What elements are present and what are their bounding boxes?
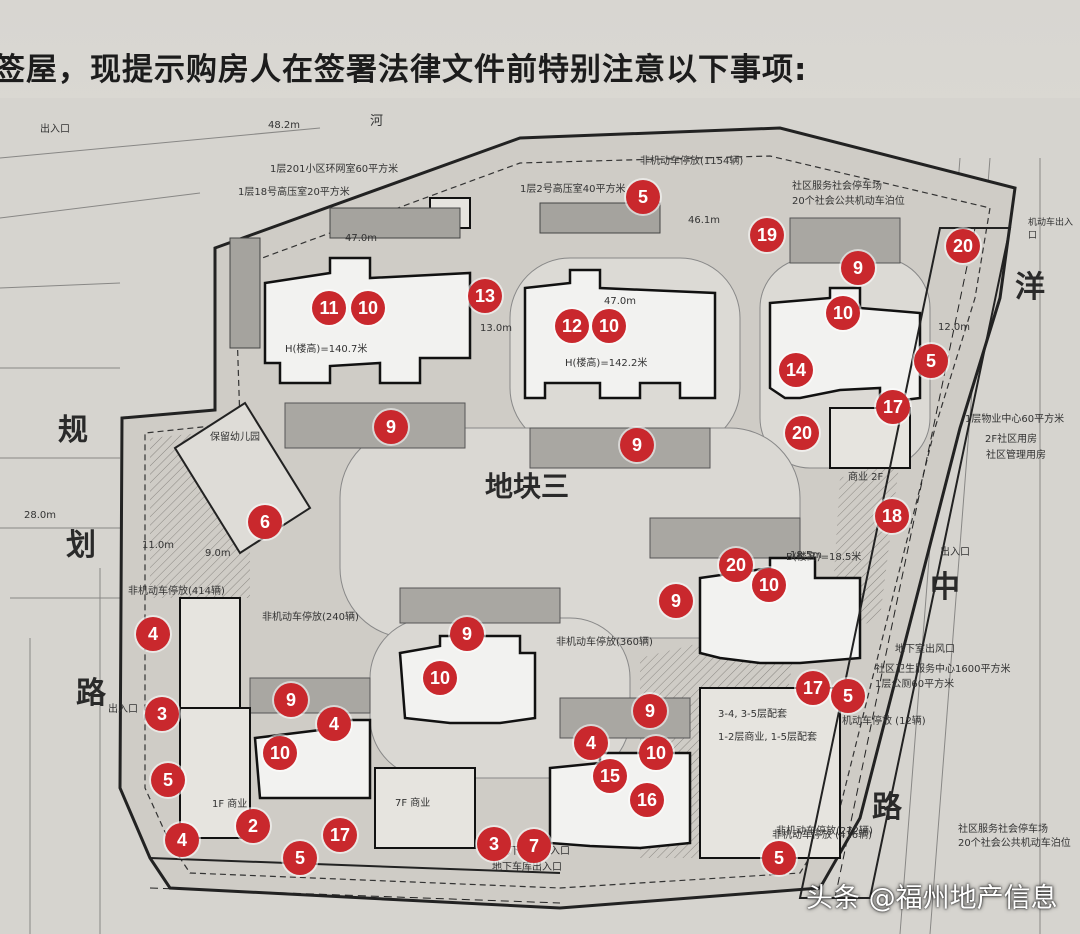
marker-10: 10 bbox=[263, 736, 297, 770]
marker-18: 18 bbox=[875, 499, 909, 533]
marker-9: 9 bbox=[620, 428, 654, 462]
annotation: 20个社会公共机动车泊位 bbox=[792, 196, 905, 207]
annotation: 1层201小区环网室60平方米 bbox=[270, 164, 399, 175]
entrance-label-nw: 出入口 bbox=[40, 124, 70, 135]
annotation: 1-2层商业, 1-5层配套 bbox=[718, 732, 818, 743]
annotation: 18.5m bbox=[790, 550, 823, 561]
road-east-char-3: 路 bbox=[872, 790, 902, 825]
annotation: 1层物业中心60平方米 bbox=[965, 414, 1065, 425]
road-west-char-3: 路 bbox=[76, 676, 106, 711]
annotation: 1F 商业 bbox=[212, 799, 248, 810]
annotation: 47.0m bbox=[345, 233, 378, 244]
marker-15: 15 bbox=[593, 759, 627, 793]
annotation: 机动车停放 (12辆) bbox=[842, 716, 926, 727]
marker-16: 16 bbox=[630, 783, 664, 817]
ne-entrance-label: 机动车出入口 bbox=[1028, 218, 1074, 241]
road-east-char-1: 洋 bbox=[1015, 270, 1045, 305]
annotation: 社区服务社会停车场 bbox=[958, 824, 1048, 835]
annotation: 非机动车停放(360辆) bbox=[556, 637, 653, 648]
road-east-char-2: 中 bbox=[930, 570, 960, 605]
annotation: 48.2m bbox=[268, 120, 301, 131]
annotation: 11.0m bbox=[142, 540, 175, 551]
marker-10: 10 bbox=[351, 291, 385, 325]
marker-9: 9 bbox=[274, 683, 308, 717]
annotation: 社区服务社会停车场 bbox=[792, 181, 882, 192]
site-plan-map bbox=[0, 98, 1080, 934]
marker-4: 4 bbox=[165, 823, 199, 857]
annotation: H(楼高)=142.2米 bbox=[565, 358, 648, 369]
annotation: 保留幼儿园 bbox=[210, 432, 260, 443]
marker-7: 7 bbox=[517, 829, 551, 863]
marker-20: 20 bbox=[946, 229, 980, 263]
marker-17: 17 bbox=[796, 671, 830, 705]
annotation: 非机动车停放 (416辆) bbox=[772, 830, 873, 841]
marker-14: 14 bbox=[779, 353, 813, 387]
marker-19: 19 bbox=[750, 218, 784, 252]
marker-9: 9 bbox=[659, 584, 693, 618]
marker-5: 5 bbox=[914, 344, 948, 378]
marker-5: 5 bbox=[151, 763, 185, 797]
annotation: 20个社会公共机动车泊位 bbox=[958, 838, 1071, 849]
marker-4: 4 bbox=[574, 726, 608, 760]
annotation: 3-4, 3-5层配套 bbox=[718, 709, 788, 720]
marker-20: 20 bbox=[785, 416, 819, 450]
annotation: 1层2号高压室40平方米 bbox=[520, 184, 626, 195]
annotation: 46.1m bbox=[688, 215, 721, 226]
marker-17: 17 bbox=[876, 390, 910, 424]
underground-entry-label: 地下车库出入口 bbox=[492, 862, 562, 873]
marker-20: 20 bbox=[719, 548, 753, 582]
annotation: 9.0m bbox=[205, 548, 231, 559]
marker-13: 13 bbox=[468, 279, 502, 313]
marker-17: 17 bbox=[323, 818, 357, 852]
annotation: 商业 2F bbox=[848, 472, 884, 483]
marker-9: 9 bbox=[841, 251, 875, 285]
marker-12: 12 bbox=[555, 309, 589, 343]
marker-11: 11 bbox=[312, 291, 346, 325]
annotation: 12.0m bbox=[938, 322, 971, 333]
annotation: 地下室出风口 bbox=[895, 644, 955, 655]
marker-10: 10 bbox=[752, 568, 786, 602]
annotation: 2F社区用房 bbox=[985, 434, 1038, 445]
annotation: 47.0m bbox=[604, 296, 637, 307]
annotation: 非机动车停放(414辆) bbox=[128, 586, 225, 597]
marker-5: 5 bbox=[762, 841, 796, 875]
marker-2: 2 bbox=[236, 809, 270, 843]
annotation: 社区卫生服务中心1600平方米 bbox=[875, 664, 1011, 675]
marker-3: 3 bbox=[145, 697, 179, 731]
plot-center-label: 地块三 bbox=[485, 470, 570, 503]
annotation: B(楼高)=18.5米 bbox=[786, 552, 862, 563]
marker-10: 10 bbox=[639, 736, 673, 770]
marker-10: 10 bbox=[826, 296, 860, 330]
annotation: 1层18号高压室20平方米 bbox=[238, 187, 350, 198]
notice-header: 签屋，现提示购房人在签署法律文件前特别注意以下事项: bbox=[0, 52, 808, 88]
marker-10: 10 bbox=[423, 661, 457, 695]
annotation: 非机动车停放(272辆) bbox=[776, 826, 873, 837]
river-label: 河 bbox=[370, 114, 384, 129]
marker-10: 10 bbox=[592, 309, 626, 343]
marker-4: 4 bbox=[136, 617, 170, 651]
annotation: 非机动车停放(240辆) bbox=[262, 612, 359, 623]
marker-5: 5 bbox=[283, 841, 317, 875]
annotation: 7F 商业 bbox=[395, 798, 431, 809]
marker-5: 5 bbox=[831, 679, 865, 713]
marker-9: 9 bbox=[374, 410, 408, 444]
watermark: 头条 @福州地产信息 bbox=[806, 883, 1058, 914]
marker-6: 6 bbox=[248, 505, 282, 539]
entrance-label-east: 出入口 bbox=[940, 547, 970, 558]
marker-9: 9 bbox=[450, 617, 484, 651]
road-west-char-2: 划 bbox=[66, 528, 96, 563]
entrance-label-west: 出入口 bbox=[108, 704, 138, 715]
annotation: 28.0m bbox=[24, 510, 57, 521]
marker-5: 5 bbox=[626, 180, 660, 214]
annotation: H(楼高)=140.7米 bbox=[285, 344, 368, 355]
road-west-char-1: 规 bbox=[58, 413, 88, 448]
annotation: 13.0m bbox=[480, 323, 513, 334]
marker-3: 3 bbox=[477, 827, 511, 861]
marker-4: 4 bbox=[317, 707, 351, 741]
marker-9: 9 bbox=[633, 694, 667, 728]
annotation: 1层公厕60平方米 bbox=[875, 679, 955, 690]
annotation: 社区管理用房 bbox=[986, 450, 1046, 461]
annotation: 非机动车停放(1154辆) bbox=[640, 156, 744, 167]
